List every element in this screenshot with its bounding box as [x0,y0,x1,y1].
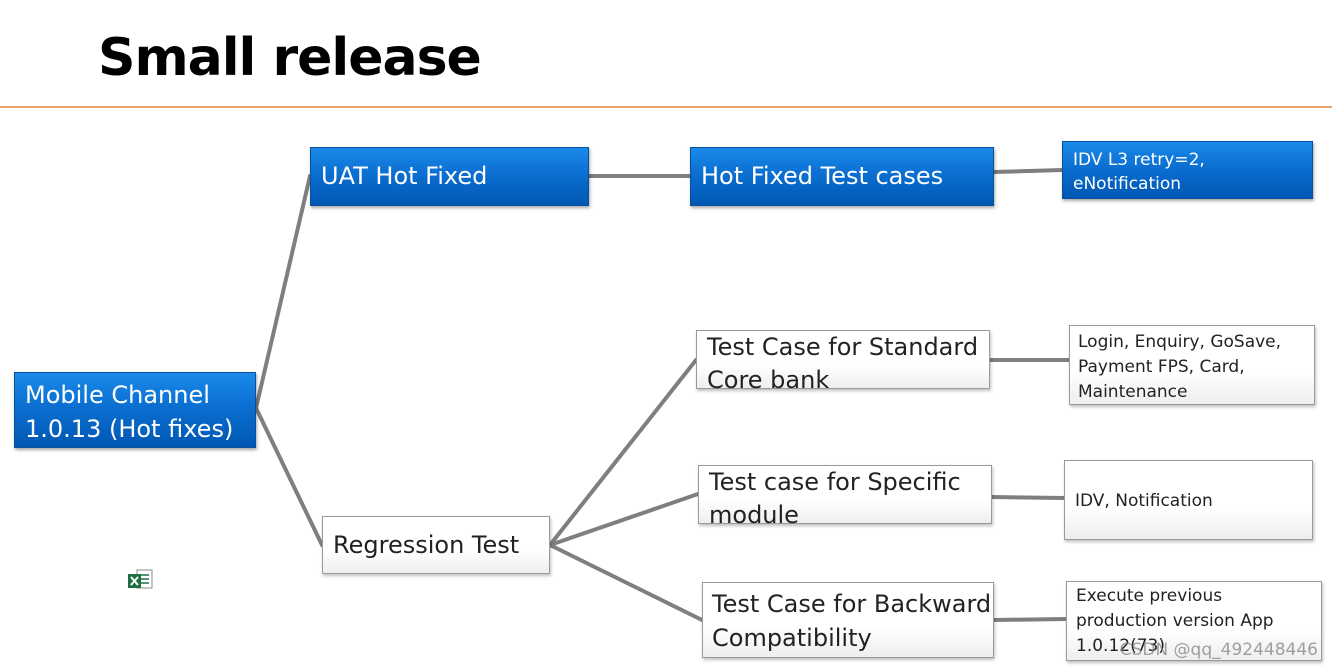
connector-specific-detail [990,495,1066,500]
connector-root-regression [254,406,324,547]
connector-backward-detail [992,617,1068,622]
node-specific-detail: IDV, Notification [1064,460,1313,540]
watermark: CSDN @qq_492448446 [1119,640,1318,660]
node-standard-core-bank: Test Case for Standard Core bank [696,330,990,394]
node-uat-hot-fixed-label: UAT Hot Fixed [321,162,488,190]
node-hotfix-detail: IDV L3 retry=2, eNotification [1062,141,1313,199]
node-backward-compatibility-label: Test Case for Backward Compatibility [712,590,992,652]
node-hot-fixed-test-cases-label: Hot Fixed Test cases [701,162,944,190]
node-standard-detail-label: Login, Enquiry, GoSave, Payment FPS, Car… [1078,332,1282,402]
node-standard-core-bank-label: Test Case for Standard Core bank [707,333,979,394]
connector-regression-standard [548,358,698,547]
connector-regression-backward [548,543,704,622]
excel-file-icon[interactable] [128,568,154,590]
node-mobile-channel: Mobile Channel 1.0.13 (Hot fixes) [14,372,256,448]
node-regression-test: Regression Test [322,516,550,574]
connector-regression-specific [548,492,700,547]
title-divider [0,106,1332,108]
node-backward-compatibility: Test Case for Backward Compatibility [702,582,994,658]
connector-hotfix-detail [992,168,1064,174]
node-mobile-channel-label: Mobile Channel 1.0.13 (Hot fixes) [25,381,234,443]
node-regression-test-label: Regression Test [333,531,520,559]
node-uat-hot-fixed: UAT Hot Fixed [310,147,589,206]
node-hotfix-detail-label: IDV L3 retry=2, eNotification [1073,150,1205,194]
node-backward-detail: Execute previous production version App … [1066,581,1322,661]
node-specific-module: Test case for Specific module [698,465,992,529]
node-specific-detail-label: IDV, Notification [1075,491,1213,511]
node-standard-detail: Login, Enquiry, GoSave, Payment FPS, Car… [1069,325,1315,405]
node-backward-detail-label: Execute previous production version App … [1076,586,1274,656]
slide-title: Small release [98,28,482,88]
connector-root-uat [254,174,312,410]
node-hot-fixed-test-cases: Hot Fixed Test cases [690,147,994,206]
node-specific-module-label: Test case for Specific module [709,468,961,529]
